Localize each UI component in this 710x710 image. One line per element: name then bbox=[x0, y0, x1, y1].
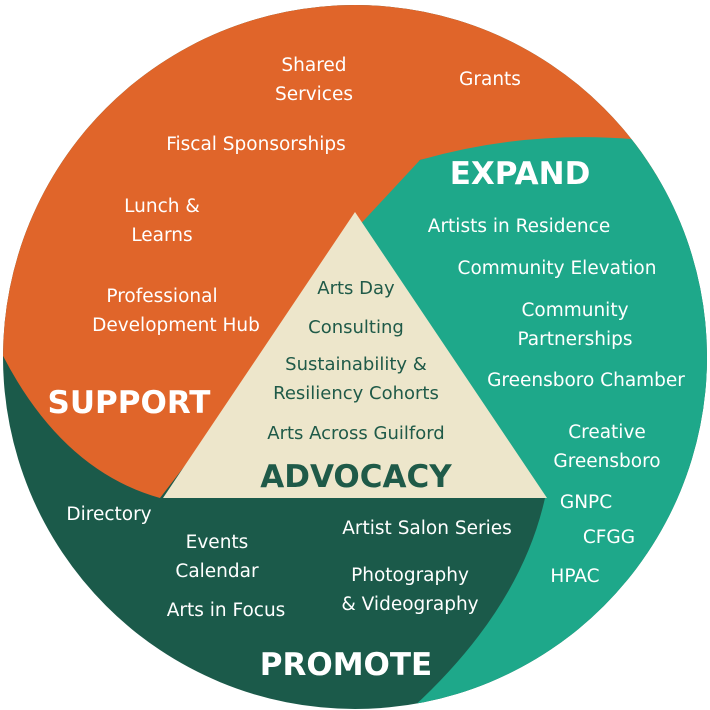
expand-item-community: Community bbox=[521, 300, 628, 321]
promote-heading: PROMOTE bbox=[260, 647, 432, 683]
promote-item-photography: Photography bbox=[351, 565, 469, 586]
support-item-professional: Professional bbox=[106, 286, 217, 307]
support-heading: SUPPORT bbox=[48, 385, 211, 421]
expand-item-artists-in-residence: Artists in Residence bbox=[428, 216, 610, 237]
expand-item-partnerships: Partnerships bbox=[517, 329, 632, 350]
expand-item-gnpc: GNPC bbox=[560, 492, 612, 513]
support-item-shared: Shared bbox=[281, 55, 346, 76]
expand-item-creative: Creative bbox=[568, 422, 646, 443]
promote-item-artist-salon-series: Artist Salon Series bbox=[342, 518, 511, 539]
expand-item-cfgg: CFGG bbox=[583, 527, 635, 548]
expand-heading: EXPAND bbox=[450, 156, 591, 192]
advocacy-item-resiliency-cohorts: Resiliency Cohorts bbox=[273, 383, 439, 404]
support-item-grants: Grants bbox=[459, 69, 521, 90]
support-item-development-hub: Development Hub bbox=[92, 315, 260, 336]
support-segment bbox=[3, 5, 707, 498]
expand-segment bbox=[355, 137, 707, 709]
promote-item-videography: & Videography bbox=[341, 594, 478, 615]
expand-item-community-elevation: Community Elevation bbox=[458, 258, 657, 279]
advocacy-item-consulting: Consulting bbox=[308, 317, 404, 338]
support-item-services: Services bbox=[275, 84, 353, 105]
support-item-fiscal-sponsorships: Fiscal Sponsorships bbox=[166, 134, 346, 155]
promote-item-calendar: Calendar bbox=[175, 561, 259, 582]
expand-item-greensboro: Greensboro bbox=[553, 451, 660, 472]
promote-item-directory: Directory bbox=[66, 504, 151, 525]
promote-item-arts-in-focus: Arts in Focus bbox=[167, 600, 286, 621]
advocacy-heading: ADVOCACY bbox=[260, 459, 452, 495]
advocacy-triangle bbox=[163, 212, 547, 498]
support-item-learns: Learns bbox=[131, 225, 192, 246]
promote-item-events: Events bbox=[186, 532, 249, 553]
expand-item-hpac: HPAC bbox=[550, 566, 599, 587]
advocacy-item-arts-day: Arts Day bbox=[317, 278, 395, 299]
expand-item-greensboro-chamber: Greensboro Chamber bbox=[487, 370, 685, 391]
advocacy-item-arts-across-guilford: Arts Across Guilford bbox=[267, 423, 444, 444]
support-item-lunch: Lunch & bbox=[124, 196, 200, 217]
advocacy-item-sustainability: Sustainability & bbox=[285, 354, 427, 375]
